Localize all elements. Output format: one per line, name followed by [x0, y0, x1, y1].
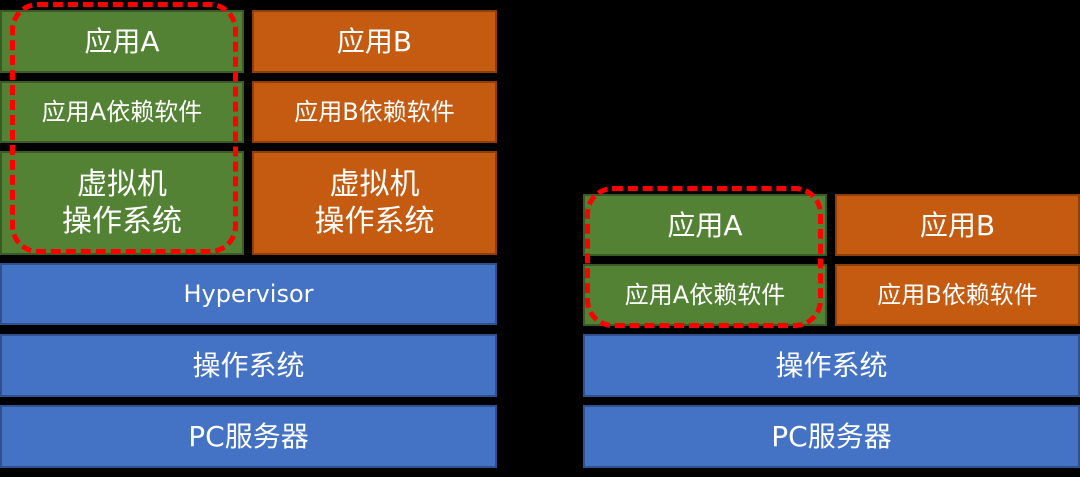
right-server-box: PC服务器: [583, 405, 1080, 468]
left-hypervisor-box: Hypervisor: [0, 263, 497, 325]
right-app-a-box: 应用A: [583, 194, 827, 256]
left-vm-os-b-box: 虚拟机 操作系统: [252, 151, 497, 255]
left-vm-b-line2: 操作系统: [314, 204, 435, 239]
left-server-box: PC服务器: [0, 405, 497, 468]
right-app-b-dependencies-box: 应用B依赖软件: [835, 264, 1080, 326]
right-app-b-label: 应用B: [919, 208, 996, 242]
right-server-label: PC服务器: [771, 420, 892, 453]
left-hypervisor-label: Hypervisor: [183, 280, 314, 308]
left-app-b-label: 应用B: [336, 25, 413, 58]
left-vm-b-line1: 虚拟机: [329, 166, 420, 202]
left-os-box: 操作系统: [0, 334, 497, 397]
left-os-label: 操作系统: [192, 349, 305, 382]
right-app-b-box: 应用B: [835, 194, 1080, 256]
left-app-b-dependencies-label: 应用B依赖软件: [294, 98, 455, 126]
right-os-box: 操作系统: [583, 334, 1080, 397]
left-vm-os-a-box: 虚拟机 操作系统: [0, 151, 244, 255]
left-vm-a-line1: 虚拟机: [77, 166, 167, 202]
right-app-a-label: 应用A: [667, 208, 743, 242]
left-vm-a-line2: 操作系统: [62, 204, 182, 239]
left-app-a-label: 应用A: [84, 25, 160, 58]
left-server-label: PC服务器: [188, 420, 309, 453]
left-app-a-box: 应用A: [0, 10, 244, 73]
right-app-a-dependencies-box: 应用A依赖软件: [583, 264, 827, 326]
right-app-a-dependencies-label: 应用A依赖软件: [624, 281, 786, 309]
left-app-a-dependencies-box: 应用A依赖软件: [0, 81, 244, 143]
left-app-b-dependencies-box: 应用B依赖软件: [252, 81, 497, 143]
right-os-label: 操作系统: [775, 349, 888, 382]
left-app-b-box: 应用B: [252, 10, 497, 73]
left-app-a-dependencies-label: 应用A依赖软件: [41, 98, 203, 126]
right-app-b-dependencies-label: 应用B依赖软件: [877, 281, 1038, 309]
